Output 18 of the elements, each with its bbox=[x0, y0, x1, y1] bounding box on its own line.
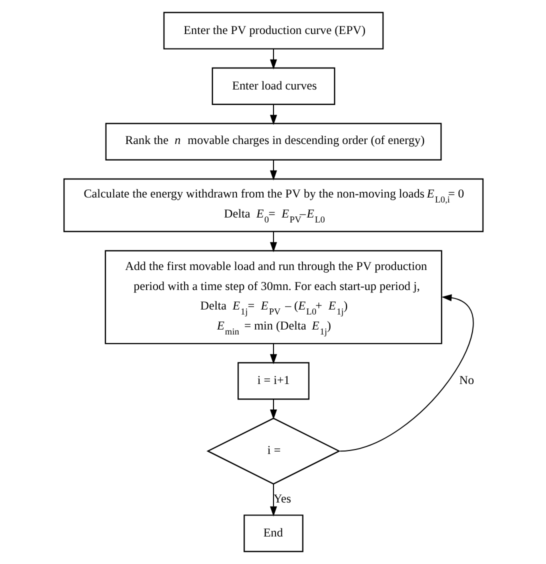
edge-label: No bbox=[458, 373, 474, 388]
arrow bbox=[269, 48, 277, 70]
arrow bbox=[269, 160, 277, 180]
edge-label: Yes bbox=[273, 492, 291, 506]
node-box: Enter load curves bbox=[211, 67, 335, 105]
arrow bbox=[269, 344, 277, 364]
node-diamond: i = bbox=[206, 418, 340, 485]
arrow bbox=[269, 399, 277, 420]
node-box: End bbox=[243, 514, 303, 552]
node-box: Enter the PV production curve (EPV) bbox=[162, 12, 384, 50]
node-box: Rank the n movable charges in descending order (of energy) bbox=[104, 122, 442, 160]
node-box: Add the first movable load and run through the PV production period with a time step of 30mn. For each start-up period j, Delta E$_{1j}$= E$_{PV}$ – (E$_{L0}$+ E$_{1j}$) E$_{min}$ = min (Delta E$_{1j}$) bbox=[104, 250, 442, 344]
node-box: Calculate the energy withdrawn from the PV by the non-moving loads E$_{L0,i}$= 0 Delta E$_{0}$= E$_{PV}$–E$_{L0}$ bbox=[62, 178, 484, 232]
arrow bbox=[269, 232, 277, 252]
arrow bbox=[340, 294, 474, 452]
arrow bbox=[269, 484, 277, 516]
arrow bbox=[269, 104, 277, 126]
node-box: i = i+1 bbox=[237, 362, 309, 400]
